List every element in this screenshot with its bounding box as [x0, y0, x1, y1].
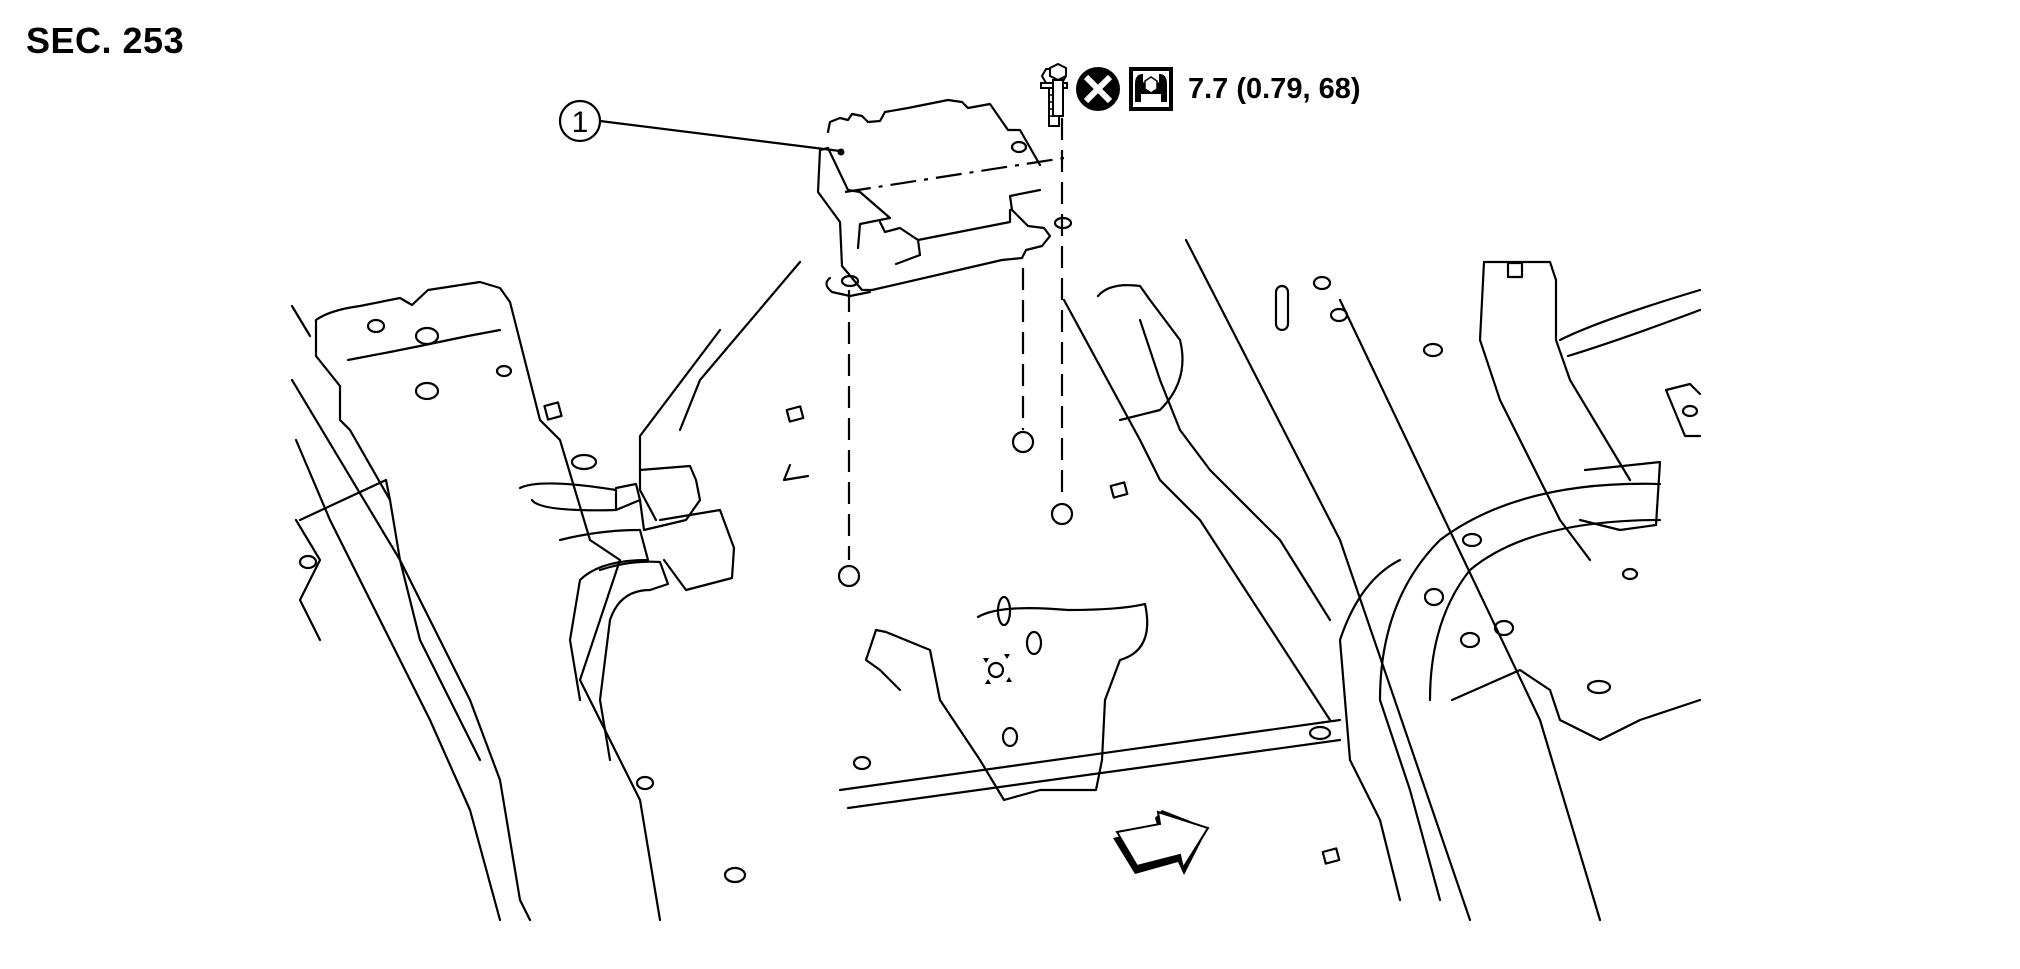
right-frame-members	[1062, 238, 1702, 922]
section-title: SEC. 253	[26, 20, 185, 61]
torque-wrench-icon	[1129, 67, 1173, 111]
airbag-diagnosis-sensor-unit	[816, 98, 1073, 298]
floor-reinforcement	[838, 595, 1342, 810]
torque-value: 7.7 (0.79, 68)	[1188, 72, 1361, 105]
harness-connectors	[518, 464, 736, 762]
callout-1: 1	[558, 99, 845, 156]
front-direction-arrow-icon	[1113, 810, 1210, 875]
callout-number: 1	[572, 106, 589, 139]
left-floor-member	[290, 260, 1341, 922]
mounting-bolt	[1049, 62, 1067, 117]
do-not-reuse-icon	[1076, 67, 1120, 111]
installation-guides	[837, 118, 1074, 588]
